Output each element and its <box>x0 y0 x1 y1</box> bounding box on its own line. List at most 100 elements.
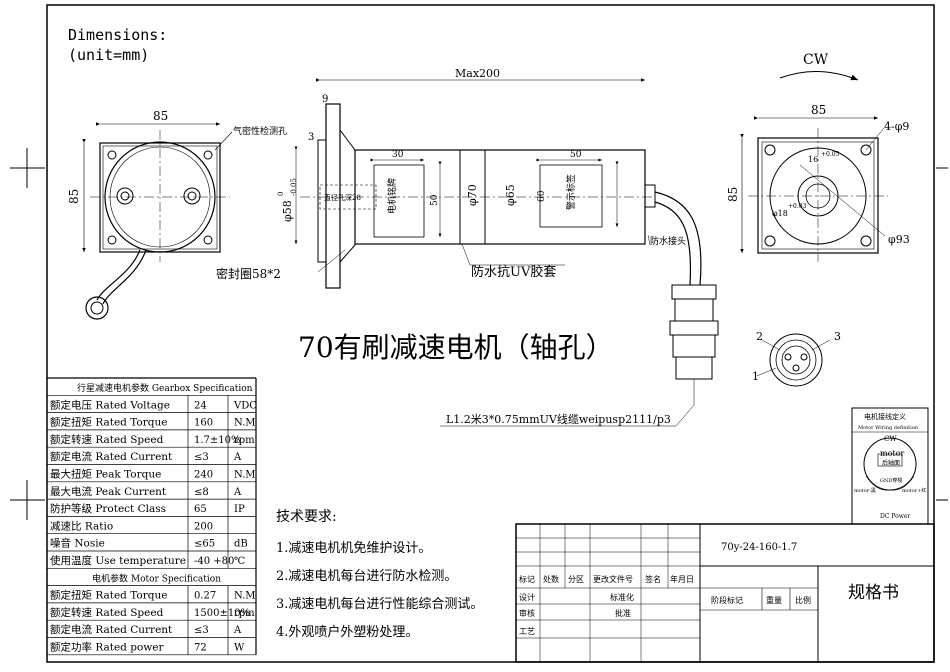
plug-pin-1: 1 <box>752 370 759 383</box>
motor-row-value: ≤3 <box>194 625 209 636</box>
inner-dim-2-tol: +0.03 <box>788 203 807 210</box>
rotation-direction: CW <box>803 52 829 68</box>
motor-row-label: 额定功率 Rated power <box>50 641 164 654</box>
inner-dim-2: φ18 <box>772 209 788 218</box>
motor-table-header: 电机参数 Motor Specification <box>92 572 221 584</box>
rev-signature: 签名 <box>645 574 661 584</box>
rear-view <box>740 71 888 262</box>
gearbox-row-unit: N.M <box>234 418 256 429</box>
motor-row-label: 额定转速 Rated Speed <box>50 606 164 619</box>
wiring-motor: motor <box>880 449 904 458</box>
motor-row-unit: W <box>234 643 245 654</box>
motor-row-unit: rpm <box>234 608 255 619</box>
gearbox-row-label: 最大电流 Peak Current <box>50 485 167 498</box>
flange-thickness-dim: 9 <box>322 94 328 105</box>
drawing-border <box>46 4 935 663</box>
vent-hole-label: 气密性检测孔 <box>233 125 287 137</box>
rev-mark: 标记 <box>519 574 535 584</box>
tb-craft: 工艺 <box>519 627 535 636</box>
gearbox-row-unit: A <box>233 452 242 463</box>
mounting-holes-dim: 4-φ9 <box>884 120 909 133</box>
inner-dim-1-tol: +0.05 <box>821 151 840 158</box>
rev-date: 年月日 <box>670 574 694 584</box>
tb-weight: 重量 <box>766 595 782 605</box>
max-length-dim: Max200 <box>455 67 500 80</box>
boot-label: 防水抗UV胶套 <box>471 264 556 280</box>
spec-title: 规格书 <box>848 583 899 603</box>
gearbox-row-value: 24 <box>194 400 207 411</box>
waterproof-connector-label: 防水接头 <box>650 235 686 247</box>
gearbox-row-unit: ℃ <box>234 556 245 567</box>
tech-item-2: 2.减速电机每台进行防水检测。 <box>276 568 457 584</box>
tech-item-1: 1.减速电机机免维护设计。 <box>276 541 431 556</box>
side-view <box>294 78 702 289</box>
registration-marks <box>10 148 948 520</box>
gearbox-row-label: 减速比 Ratio <box>50 519 113 532</box>
tb-scale: 比例 <box>795 595 811 605</box>
seal-ring-label: 密封圈58*2 <box>216 266 281 281</box>
warning-height-dim: 60 <box>537 190 547 202</box>
gearbox-row-label: 噪音 Nosie <box>50 537 105 550</box>
gearbox-row-value: 240 <box>194 470 213 481</box>
tb-approve: 批准 <box>615 608 631 618</box>
gearbox-row-label: 额定电压 Rated Voltage <box>50 398 170 411</box>
gearbox-row-value: ≤3 <box>194 452 209 463</box>
shaft-dia-dim: φ58 <box>281 200 294 222</box>
tech-item-4: 4.外观喷户外塑粉处理。 <box>276 624 418 640</box>
shaft-tol-bottom: -0.05 <box>290 178 298 196</box>
plug-pin-3: 3 <box>834 330 841 343</box>
motor-row-unit: A <box>233 625 242 636</box>
dimensions-label: Dimensions: <box>68 26 167 44</box>
gearbox-row-value: 65 <box>194 504 207 515</box>
gearbox-row-unit: rpm <box>234 435 255 446</box>
motor-row-label: 额定扭矩 Rated Torque <box>50 589 167 602</box>
tb-stage: 阶段标记 <box>711 595 743 605</box>
body-dia-70: φ70 <box>466 184 479 206</box>
nameplate-label: 电机铭牌 <box>386 178 398 214</box>
wiring-power: DC Power <box>880 513 910 520</box>
nameplate-height-dim: 50 <box>430 194 440 206</box>
inner-dim-1: 16 <box>808 155 818 164</box>
gearbox-row-unit: dB <box>234 539 248 550</box>
main-title: 70有刷减速电机（轴孔） <box>298 331 614 364</box>
wiring-negative: motor-黑 <box>854 488 876 494</box>
gearbox-row-label: 额定扭矩 Rated Torque <box>50 416 167 429</box>
gearbox-row-value: 160 <box>194 418 213 429</box>
front-view <box>82 122 233 320</box>
wiring-positive: motor+红 <box>902 487 926 494</box>
gearbox-row-value: ≤65 <box>194 539 215 550</box>
tech-requirements-title: 技术要求: <box>276 509 337 525</box>
rev-doc-no: 更改文件号 <box>593 574 633 584</box>
plug-pin-2: 2 <box>756 330 763 343</box>
wiring-subtitle: Motor Wiring definition <box>858 425 919 431</box>
gearbox-row-label: 额定转速 Rated Speed <box>50 433 164 446</box>
gearbox-row-label: 防护等级 Protect Class <box>50 502 166 515</box>
nameplate-width-dim: 30 <box>392 150 404 160</box>
tech-item-3: 3.减速电机每台进行性能综合测试。 <box>276 596 483 612</box>
unit-label: (unit=mm) <box>68 46 149 64</box>
plug-face <box>756 333 831 387</box>
tb-check: 审核 <box>519 608 535 618</box>
gearbox-row-label: 使用温度 Use temperature <box>50 554 186 567</box>
motor-row-value: 0.27 <box>194 591 216 602</box>
wiring-gnd: GND穿梭 <box>880 477 902 484</box>
gearbox-row-value: ≤8 <box>194 487 209 498</box>
wiring-motor-cn: 后轴面 <box>882 459 900 467</box>
gearbox-row-value: -40 +80 <box>194 556 234 567</box>
shaft-tol-top: 0 <box>277 192 285 196</box>
warning-label: 警示标签 <box>565 174 577 210</box>
gearbox-row-label: 额定电流 Rated Current <box>50 450 173 463</box>
gearbox-row-unit: N.M <box>234 470 256 481</box>
hole-pitch-dia: φ93 <box>888 233 910 246</box>
wiring-cw: CW <box>884 435 897 443</box>
wiring-title: 电机接线定义 <box>864 412 906 421</box>
connector <box>440 284 719 427</box>
motor-row-value: 72 <box>194 643 207 654</box>
cable-label: L1.2米3*0.75mmUV线缆weipusp2111/p3 <box>446 412 671 426</box>
gearbox-row-value: 200 <box>194 521 213 532</box>
gearbox-row-unit: IP <box>234 504 245 515</box>
flange-gap-dim: 3 <box>308 132 314 143</box>
motor-row-label: 额定电流 Rated Current <box>50 623 173 636</box>
